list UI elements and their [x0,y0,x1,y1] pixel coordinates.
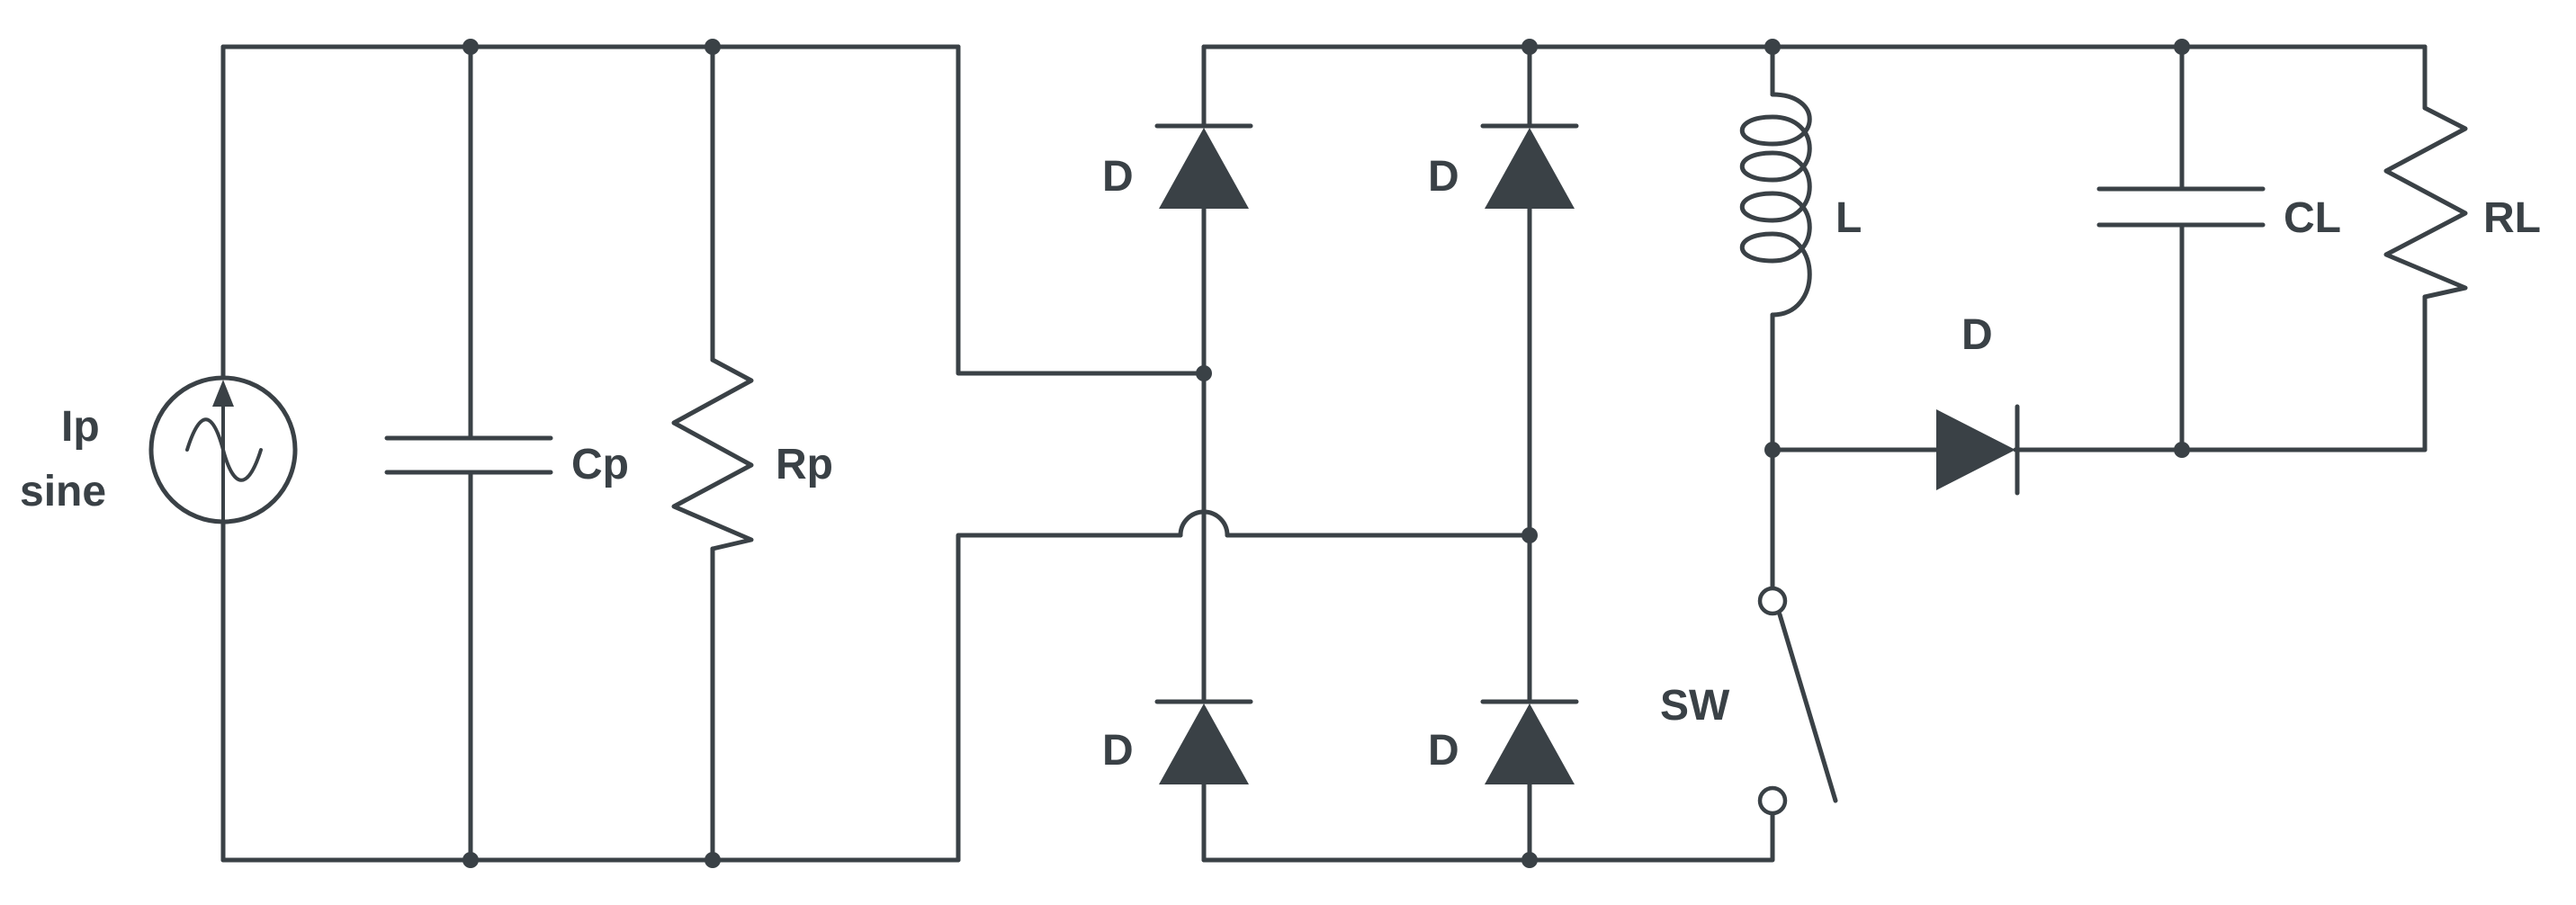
inductor-icon [1740,92,1812,318]
boost-wires [1770,44,2428,592]
label-diode-boost: D [1961,311,1993,359]
inductor-coil [1740,92,1812,318]
ac-line-lower-a [956,533,1183,863]
switch-blade [1777,612,1838,803]
diode-icon-bridge-br [1480,699,1579,784]
resistor-icon-rp [671,357,754,551]
sine-wave-icon [185,417,263,482]
label-switch: SW [1660,682,1730,730]
junction-dot [462,852,479,868]
junction-dot [2174,442,2190,458]
label-diode-bridge-br: D [1428,727,1459,775]
label-source-line2: sine [20,468,106,515]
junction-dot [705,39,721,55]
diode-icon-boost [1936,404,2020,496]
capacitor-icon-cl [2096,186,2266,228]
junctions-bridge [1196,39,1538,868]
junction-dot [1196,365,1212,381]
label-rp: Rp [776,441,833,488]
label-diode-bridge-tr: D [1428,153,1459,201]
rp-zigzag [671,357,754,551]
source-arrow-head [212,380,234,407]
junction-dot [1521,39,1538,55]
junction-dot [1521,527,1538,543]
junction-dot [1521,852,1538,868]
junction-dot [1764,442,1781,458]
junction-dot [705,852,721,868]
source-section-wires [220,44,1532,863]
switch-icon [1757,586,1838,816]
label-diode-bridge-tl: D [1102,153,1134,201]
label-inductor: L [1836,194,1862,242]
ac-line-upper [956,44,1207,376]
label-diode-bridge-bl: D [1102,727,1134,775]
label-rl: RL [2483,194,2541,242]
junction-dot [462,39,479,55]
label-cl: CL [2284,194,2341,242]
junction-dot [1764,39,1781,55]
diode-icon-bridge-tl [1154,123,1253,209]
label-cp: Cp [571,441,629,488]
label-source-line1: Ip [61,403,100,451]
dc-bottom-rail [1201,811,1775,863]
switch-terminal-bottom [1757,785,1788,816]
diode-icon-bridge-bl [1154,699,1253,784]
diode-icon-bridge-tr [1480,123,1579,209]
bridge-wires [1201,44,2428,863]
junctions-boost [1764,39,2190,458]
capacitor-icon-cp [384,435,553,475]
ac-current-source-icon [148,375,298,524]
switch-terminal-top [1757,586,1788,616]
junction-dot [2174,39,2190,55]
rl-zigzag [2383,105,2468,300]
junctions-left [462,39,721,868]
labels: Ip sine Cp Rp D D D D L D CL RL SW [20,153,2541,775]
resistor-icon-rl [2383,105,2468,300]
